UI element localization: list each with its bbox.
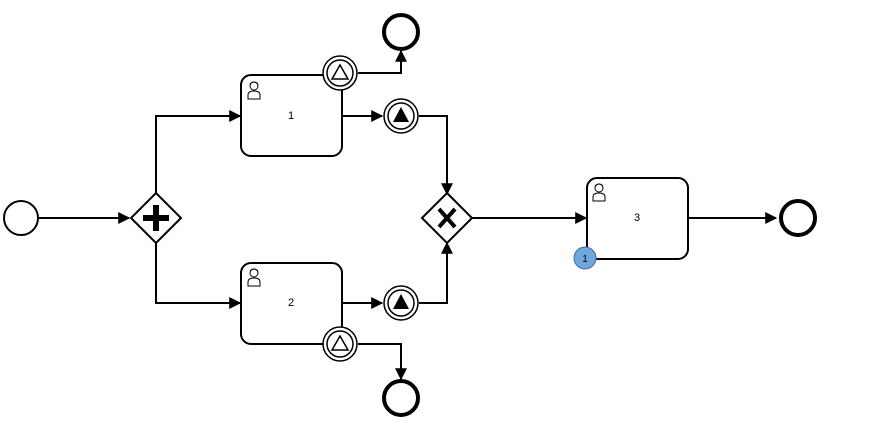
flow-throw-1-to-exclusive[interactable] bbox=[419, 115, 453, 196]
boundary-signal-task-1[interactable] bbox=[322, 55, 358, 91]
flow-parallel-to-task-1[interactable] bbox=[155, 110, 242, 194]
multi-instance-badge[interactable]: 1 bbox=[573, 246, 597, 270]
signal-filled-icon bbox=[393, 107, 409, 122]
x-icon bbox=[437, 207, 457, 229]
task-2[interactable]: 2 bbox=[240, 262, 343, 345]
plus-icon bbox=[143, 205, 169, 231]
task-2-label: 2 bbox=[288, 297, 294, 309]
badge-label: 1 bbox=[582, 254, 588, 265]
end-event-top[interactable] bbox=[382, 13, 420, 51]
throw-signal-2[interactable] bbox=[383, 285, 419, 321]
signal-filled-icon bbox=[393, 294, 409, 309]
start-event[interactable] bbox=[3, 200, 39, 236]
parallel-gateway[interactable] bbox=[129, 191, 183, 245]
flow-boundary-2-to-end[interactable] bbox=[358, 343, 407, 381]
end-event-main[interactable] bbox=[779, 199, 817, 237]
task-1-label: 1 bbox=[288, 110, 294, 122]
user-icon bbox=[592, 183, 606, 202]
sequence-flows bbox=[39, 49, 778, 381]
task-1[interactable]: 1 bbox=[240, 74, 343, 157]
boundary-signal-task-2[interactable] bbox=[322, 326, 358, 362]
user-icon bbox=[247, 268, 261, 287]
throw-signal-1[interactable] bbox=[383, 98, 419, 134]
task-3[interactable]: 3 bbox=[586, 177, 689, 260]
flow-boundary-1-to-end[interactable] bbox=[358, 49, 407, 74]
exclusive-gateway[interactable] bbox=[420, 191, 474, 245]
end-event-bottom[interactable] bbox=[382, 379, 420, 417]
flow-parallel-to-task-2[interactable] bbox=[155, 242, 242, 309]
signal-outline-icon bbox=[330, 63, 350, 80]
flow-throw-2-to-exclusive[interactable] bbox=[419, 241, 453, 304]
signal-outline-icon bbox=[330, 334, 350, 351]
task-3-label: 3 bbox=[634, 212, 640, 224]
user-icon bbox=[247, 81, 261, 100]
